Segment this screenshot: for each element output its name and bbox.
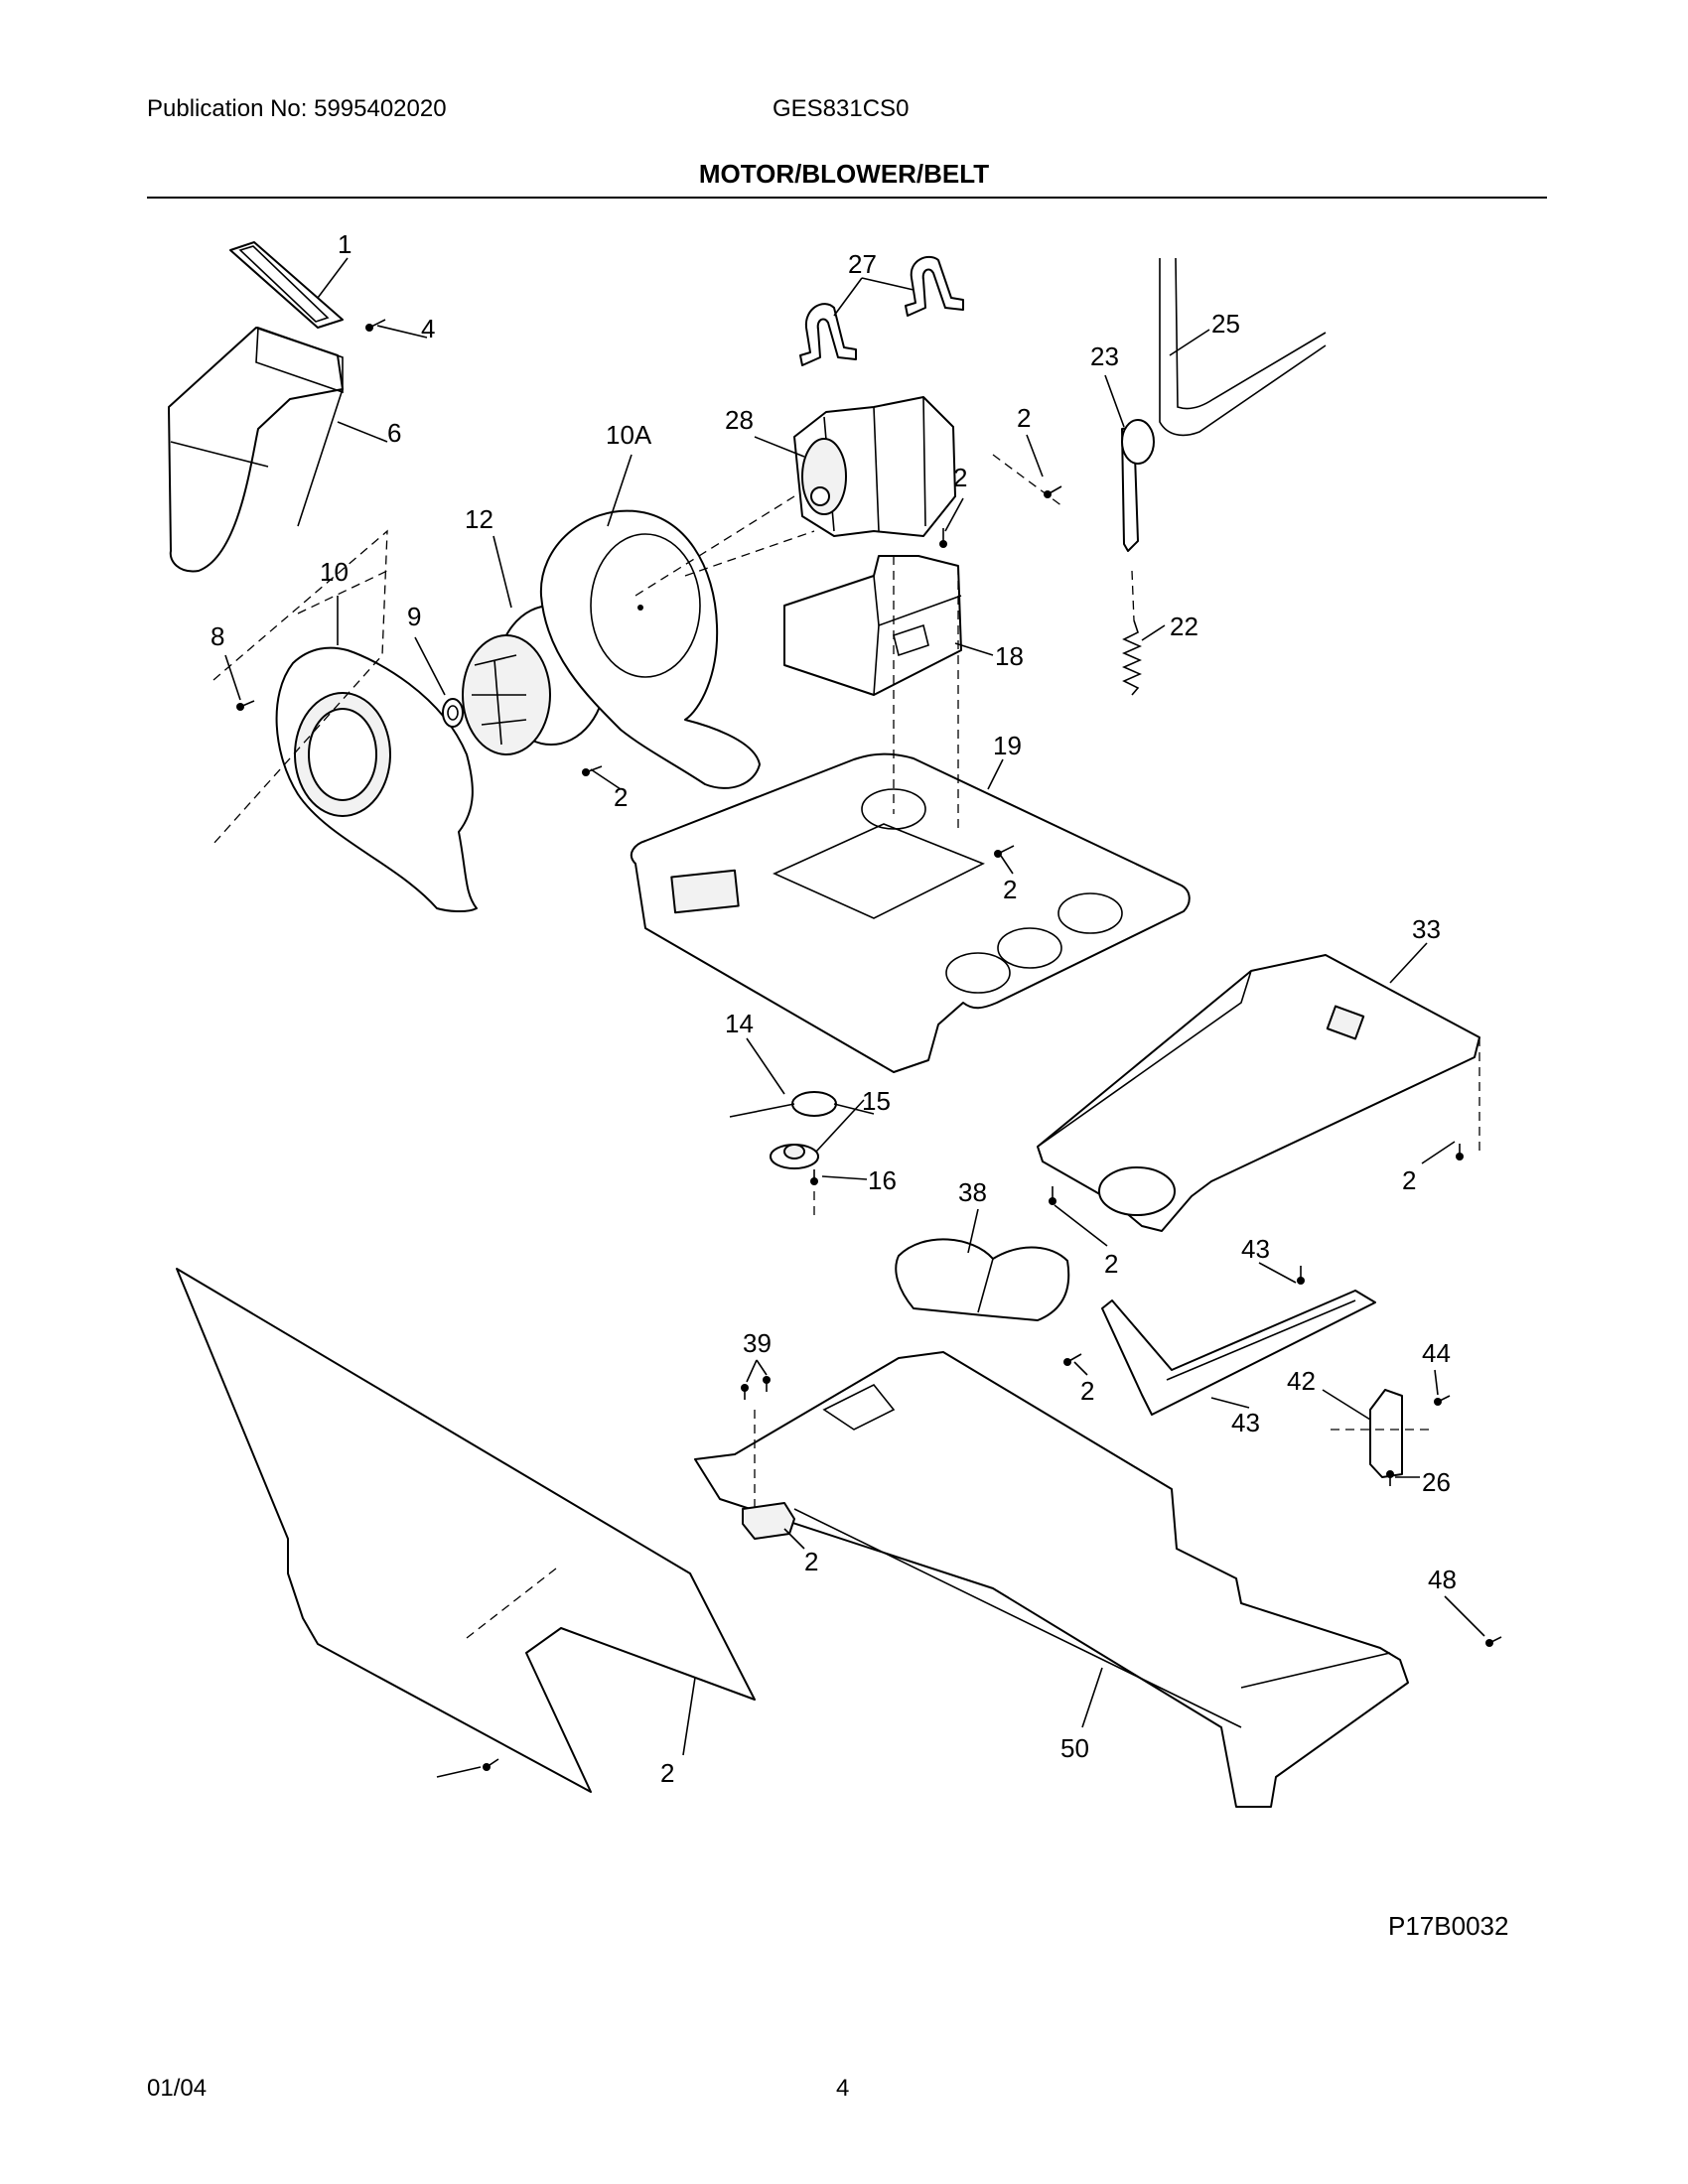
part-48-base-tray	[694, 1351, 1409, 1808]
part-18-motor-mount	[783, 555, 962, 696]
callout-10: 10	[320, 557, 349, 587]
callout-4: 4	[421, 314, 435, 343]
callout-6: 6	[387, 418, 401, 448]
part-50-front-panel	[176, 1268, 756, 1793]
part-14-thermostat	[729, 1091, 875, 1118]
callout-48: 50	[1060, 1733, 1089, 1763]
callout-2-tray: 48	[1428, 1565, 1457, 1594]
callout-2-clip: 44	[1422, 1338, 1451, 1368]
callout-25: 25	[1211, 309, 1240, 339]
part-44-bracket-clip	[1369, 1389, 1403, 1478]
callout-2-base: 2	[1003, 875, 1017, 904]
callout-28: 28	[725, 405, 754, 435]
assembly-lines	[212, 454, 1480, 1639]
callout-1: 1	[338, 229, 352, 259]
section-title: MOTOR/BLOWER/BELT	[698, 159, 990, 189]
callout-16: 16	[868, 1165, 897, 1195]
callout-9: 9	[407, 602, 421, 631]
callout-26: 2	[804, 1547, 818, 1576]
callout-19: 19	[993, 731, 1022, 760]
part-10a-blower-housing-front	[539, 509, 761, 789]
part-9-washer	[442, 698, 464, 728]
callout-8: 8	[211, 621, 224, 651]
part-23-idler-arm	[1121, 419, 1155, 552]
model-number: GES831CS0	[773, 95, 910, 122]
part-33-rear-duct-panel	[1037, 954, 1480, 1232]
callout-38: 38	[958, 1177, 987, 1207]
callout-10a: 10A	[606, 420, 652, 450]
screw-fasteners	[236, 319, 1502, 1771]
callout-43-bottom: 26	[1422, 1467, 1451, 1497]
part-28-motor	[793, 396, 956, 537]
part-26-connector-block	[742, 1502, 795, 1540]
callout-22: 22	[1170, 612, 1198, 641]
revision-date: 01/04	[147, 2075, 208, 2102]
part-22-tension-spring	[1122, 619, 1142, 696]
part-38-elbow	[895, 1238, 1070, 1321]
callout-43-top: 43	[1241, 1234, 1270, 1264]
part-19-base-panel	[630, 752, 1191, 1073]
callout-39: 39	[743, 1328, 772, 1358]
callout-2-blower: 2	[614, 782, 628, 812]
callout-18: 18	[995, 641, 1024, 671]
callout-50: 2	[660, 1758, 674, 1788]
part-15-thermal-fuse	[770, 1144, 819, 1169]
part-1-filter-strip	[229, 241, 344, 329]
figure-code: P17B0032	[1388, 1911, 1509, 1941]
callout-14: 14	[725, 1009, 754, 1038]
callout-labels: 1 4 6 10A 12 10 9 8 2 27 28 2 2 25 23 22…	[211, 229, 1457, 1788]
callout-2-duct: 2	[1104, 1249, 1118, 1279]
callout-2-rear-right: 2	[1402, 1165, 1416, 1195]
callout-2-bracket: 2	[1080, 1376, 1094, 1406]
callout-42: 43	[1231, 1408, 1260, 1437]
callout-leaders	[224, 257, 1485, 1778]
header-divider	[147, 197, 1547, 199]
callout-12: 12	[465, 504, 493, 534]
page-number: 4	[836, 2075, 850, 2102]
part-42-support-bracket	[1101, 1290, 1376, 1416]
part-25-drive-belt	[1159, 257, 1327, 437]
callout-2-motor: 2	[953, 463, 967, 492]
callout-44: 42	[1287, 1366, 1316, 1396]
publication-number: Publication No: 5995402020	[147, 95, 447, 122]
callout-27: 27	[848, 249, 877, 279]
part-27-motor-clips	[799, 255, 964, 366]
callout-33: 33	[1412, 914, 1441, 944]
part-6-lint-duct	[168, 326, 344, 573]
callout-23: 23	[1090, 341, 1119, 371]
callout-15: 15	[862, 1086, 891, 1116]
part-10-blower-housing	[275, 646, 478, 912]
callout-2-mount: 2	[1017, 403, 1031, 433]
